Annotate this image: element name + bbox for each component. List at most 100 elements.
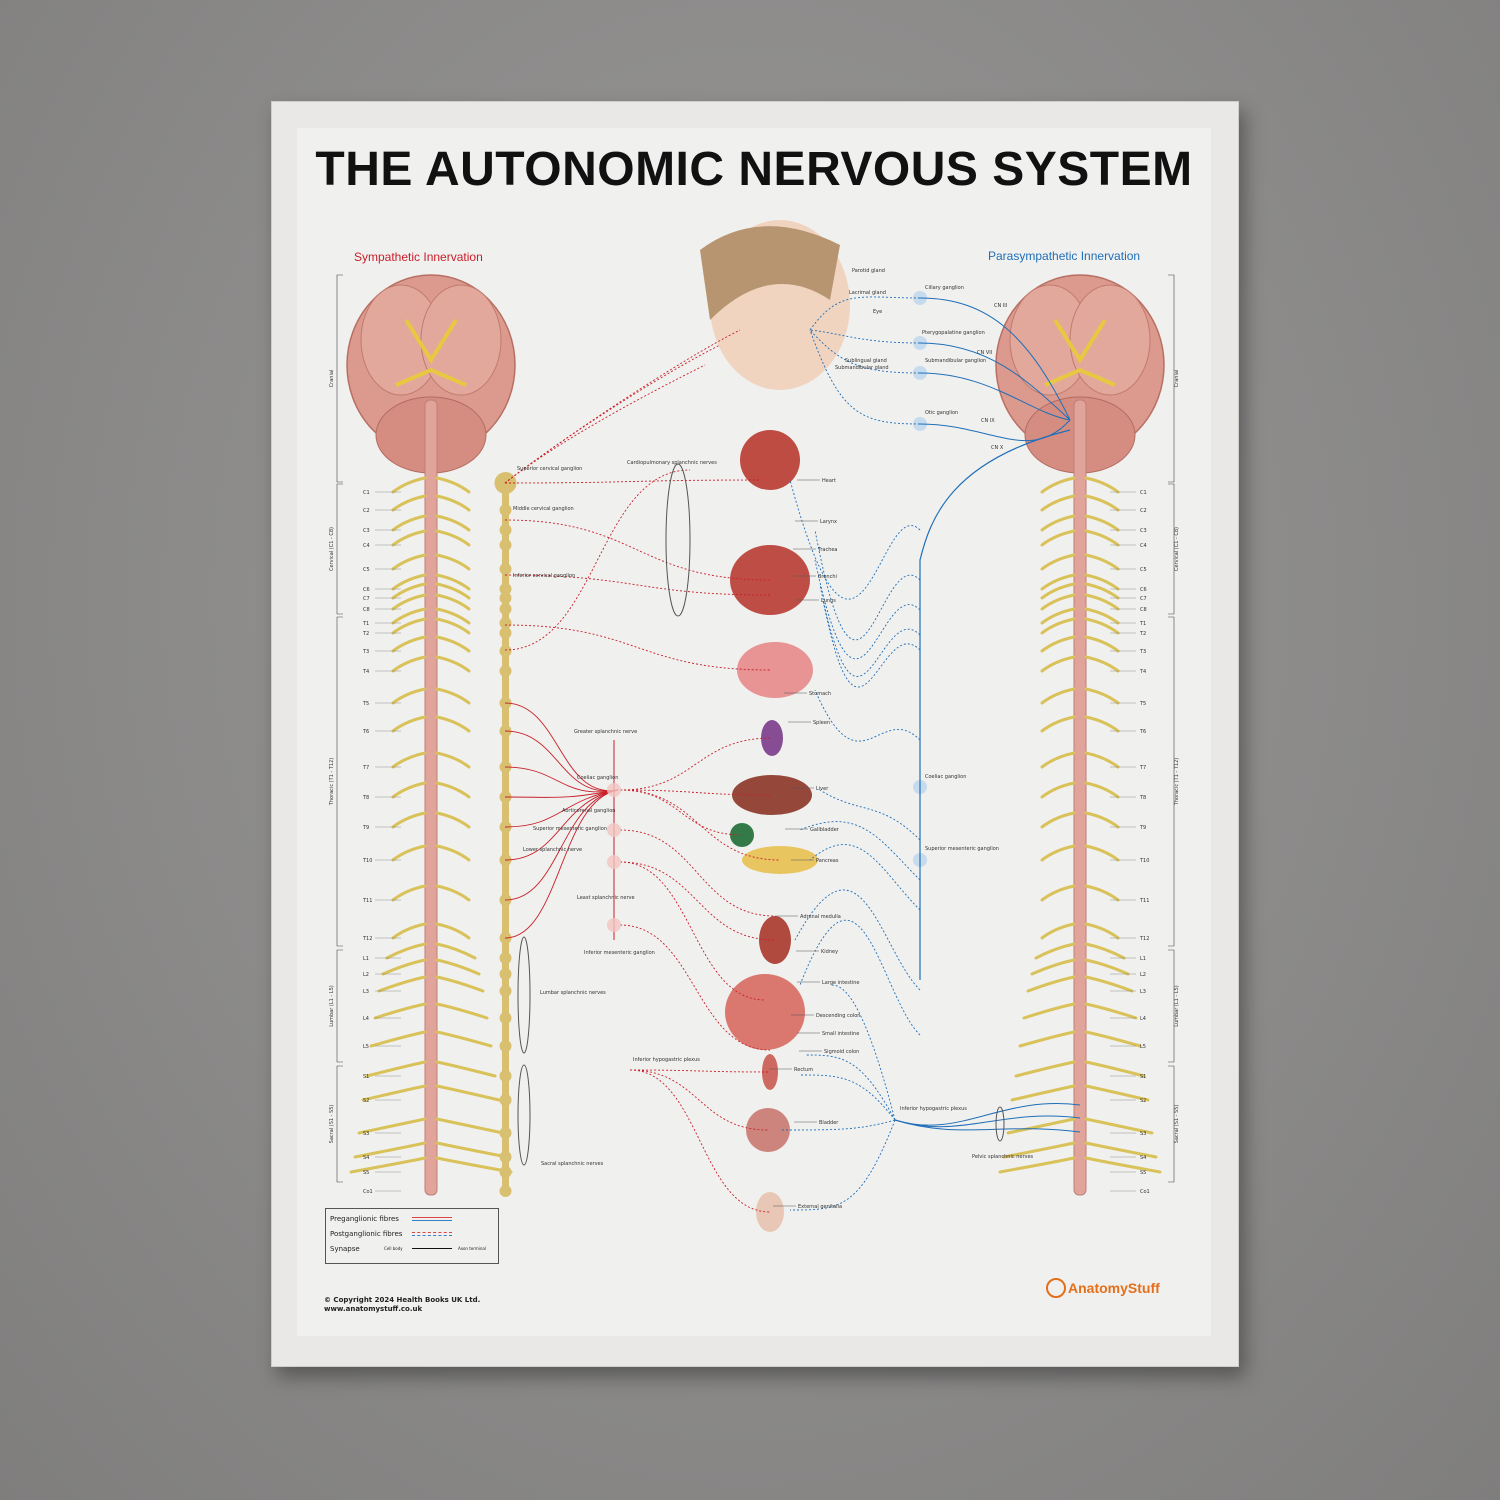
left-spinal-nerve-left: [391, 607, 427, 625]
left-spinal-nerve-right: [435, 1060, 497, 1078]
right-spinal-nerve-left: [1040, 844, 1076, 862]
left-spinal-nerve-left: [391, 573, 427, 591]
right-segment-label-C5: C5: [1140, 567, 1147, 573]
sympathetic-chain-ganglion: [499, 665, 512, 677]
left-spinal-nerve-right: [435, 494, 471, 512]
left-segment-label-T12: T12: [362, 936, 372, 942]
right-spinal-nerve-right: [1084, 1156, 1162, 1174]
lungs-illustration: [730, 545, 810, 615]
right-spinal-nerve-left: [1018, 1030, 1076, 1048]
legend-preganglionic: Preganglionic fibres: [330, 1215, 399, 1223]
left-spinal-nerve-right: [435, 751, 471, 769]
left-spinal-nerve-left: [391, 751, 427, 769]
heart-illustration: [740, 430, 800, 490]
left-segment-label-S5: S5: [363, 1170, 369, 1176]
left-spinal-nerve-left: [391, 811, 427, 829]
prevertebral-ganglion: [607, 855, 621, 869]
left-spinal-nerve-left: [391, 922, 427, 940]
left-spinal-nerve-left: [369, 1030, 427, 1048]
vagal-branch: [809, 844, 921, 911]
left-segment-label-C4: C4: [363, 543, 370, 549]
pelvic-splanchnic-nerve: [894, 1103, 1081, 1126]
right-spinal-nerve-left: [1002, 1141, 1076, 1159]
vagal-branch: [799, 919, 921, 1036]
right-segment-label-T1: T1: [1139, 621, 1146, 627]
left-spinal-nerve-left: [377, 975, 427, 993]
organ-label: External genitalia: [798, 1204, 842, 1210]
sympathetic-postganglionic-fibre: [619, 737, 773, 791]
sympathetic-chain-ganglion: [499, 539, 512, 551]
left-spinal-nerve-left: [391, 553, 427, 571]
parasympathetic-label: Pelvic splanchnic nerves: [972, 1154, 1034, 1160]
left-spinal-nerve-right: [435, 1117, 505, 1135]
right-segment-label-S2: S2: [1140, 1098, 1146, 1104]
right-spinal-nerve-left: [1040, 607, 1076, 625]
vagal-branch: [819, 789, 921, 841]
vagus-nerve: [919, 429, 1071, 980]
website-link[interactable]: www.anatomystuff.co.uk: [324, 1305, 423, 1313]
left-region-label: Cranial: [329, 370, 335, 388]
left-spinal-nerve-left: [365, 1060, 427, 1078]
right-segment-label-L1: L1: [1140, 956, 1146, 962]
right-spinal-nerve-right: [1084, 1002, 1138, 1020]
face-label: Parotid gland: [852, 268, 885, 274]
sympathetic-chain-ganglion: [499, 645, 512, 657]
parasympathetic-label: CN III: [994, 303, 1007, 309]
copyright-block: © Copyright 2024 Health Books UK Ltd. ww…: [324, 1296, 480, 1314]
kidney-illustration: [759, 916, 791, 964]
right-spinal-nerve-right: [1084, 607, 1120, 625]
left-spinal-nerve-left: [353, 1141, 427, 1159]
left-segment-label-T4: T4: [362, 669, 369, 675]
sympathetic-chain-ganglion: [499, 583, 512, 595]
sympathetic-label: Inferior mesenteric ganglion: [584, 950, 655, 956]
right-segment-label-S3: S3: [1140, 1131, 1146, 1137]
vagal-branch: [819, 584, 921, 677]
left-brain-right-hemisphere: [420, 284, 502, 396]
right-region-bracket: [1168, 274, 1175, 483]
logo-text: AnatomyStuff: [1068, 1280, 1160, 1296]
right-region-label: Cervical (C1 - C8): [1174, 527, 1180, 571]
left-spinal-nerve-left: [349, 1156, 427, 1174]
left-spinal-nerve-right: [435, 781, 471, 799]
right-spinal-nerve-left: [1040, 476, 1076, 494]
right-spinal-nerve-left: [1040, 582, 1076, 600]
left-segment-label-T3: T3: [362, 649, 369, 655]
sympathetic-chain-ganglion: [499, 985, 512, 997]
left-segment-label-T6: T6: [362, 729, 369, 735]
right-spinal-nerve-left: [1040, 514, 1076, 532]
left-spinal-nerve-left: [391, 844, 427, 862]
right-spinal-nerve-left: [1040, 573, 1076, 591]
left-segment-label-T1: T1: [362, 621, 369, 627]
vagal-branch: [789, 479, 921, 600]
right-spinal-nerve-left: [1040, 751, 1076, 769]
synapse-line-icon: [412, 1248, 452, 1249]
splanchnic-nerve: [504, 730, 619, 792]
pelvic-parasympathetic-branch: [799, 1074, 896, 1121]
left-region-label: Sacral (S1 - S5): [329, 1105, 335, 1144]
pelvic-splanchnic-bracket: [995, 1106, 1005, 1142]
left-segment-label-L1: L1: [363, 956, 369, 962]
sympathetic-chain-ganglion: [499, 504, 512, 516]
left-spinal-nerve-right: [435, 553, 471, 571]
right-spinal-nerve-left: [1040, 922, 1076, 940]
sympathetic-postganglionic-fibre: [619, 829, 776, 917]
sympathetic-label: Greater splanchnic nerve: [574, 729, 637, 735]
right-segment-label-L2: L2: [1140, 972, 1146, 978]
legend: Preganglionic fibres Postganglionic fibr…: [325, 1208, 499, 1264]
organ-label: Bladder: [819, 1120, 839, 1126]
right-segment-label-T12: T12: [1139, 936, 1149, 942]
sympathetic-chain-ganglion: [499, 1185, 512, 1197]
bladder-illustration: [746, 1108, 790, 1152]
organ-label: Liver: [816, 786, 829, 792]
left-spinal-nerve-left: [381, 958, 427, 976]
left-region-label: Cervical (C1 - C8): [329, 527, 335, 571]
parasympathetic-label: Inferior hypogastric plexus: [900, 1106, 967, 1112]
right-spinal-nerve-right: [1084, 958, 1130, 976]
left-spinal-nerve-left: [391, 635, 427, 653]
right-spinal-nerve-left: [1040, 617, 1076, 635]
prevertebral-ganglion: [607, 918, 621, 932]
left-spinal-nerve-left: [391, 884, 427, 902]
splanchnic-nerve: [504, 789, 619, 828]
right-spinal-nerve-right: [1084, 975, 1134, 993]
